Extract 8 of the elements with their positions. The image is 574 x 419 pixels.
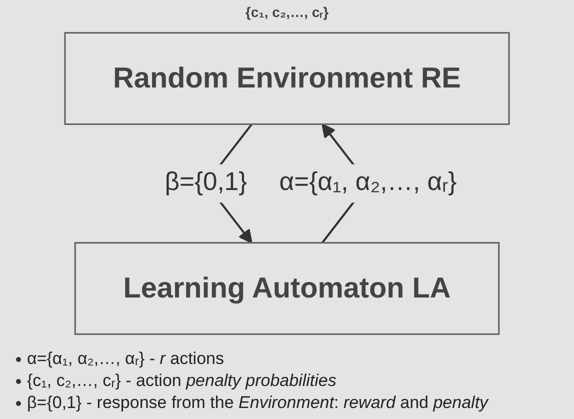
node-box: Learning Automaton LA xyxy=(74,242,500,335)
bullet-note: β={0,1} - response from the Environment: reward and penalty xyxy=(27,393,488,412)
edge-label: β={0,1} xyxy=(164,169,248,196)
edge-label: α={α₁, α₂,…, αᵣ} xyxy=(279,169,457,196)
node-annotation: {c₁, c₂,…, cᵣ} xyxy=(245,4,329,20)
bullet-note: α={α₁, α₂,…, αᵣ} - r actions xyxy=(27,349,224,368)
bullet-note: {c₁, c₂,…, cᵣ} - action penalty probabilities xyxy=(27,371,336,390)
node-box: Random Environment RE xyxy=(64,32,510,125)
